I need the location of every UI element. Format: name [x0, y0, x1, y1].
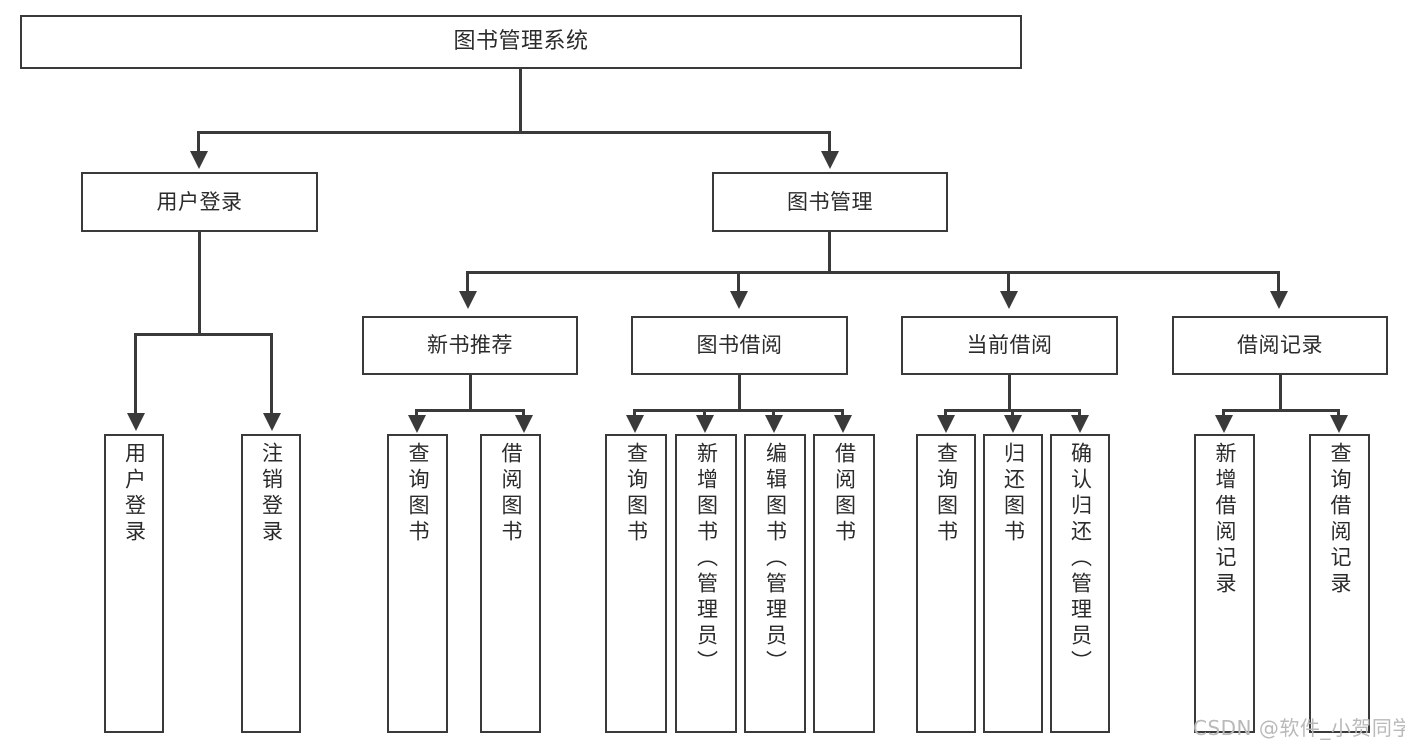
connector-nbr-stem: [469, 375, 472, 411]
arrow-root-to-user-login: [190, 151, 208, 169]
arrow-cb-to-leaf-1: [937, 415, 955, 433]
leaf-add-borrow-record[interactable]: 新增借阅记录: [1194, 434, 1255, 733]
node-label: 借阅记录: [1237, 333, 1323, 358]
leaf-label: 新增借阅记录: [1213, 442, 1237, 598]
leaf-query-borrow-record[interactable]: 查询借阅记录: [1309, 434, 1370, 733]
connector-bm-branch-1: [466, 271, 469, 293]
connector-nbr-branch-2: [522, 409, 525, 417]
connector-book-management-stem: [828, 232, 831, 273]
connector-user-login-bus: [134, 333, 273, 336]
connector-br-branch-1: [1222, 409, 1225, 417]
connector-br-branch-2: [1337, 409, 1340, 417]
leaf-label: 查询借阅记录: [1328, 442, 1352, 598]
node-user-login[interactable]: 用户登录: [81, 172, 318, 232]
leaf-label: 编辑图书（管理员）: [763, 442, 788, 676]
connector-book-management-bus: [466, 271, 1280, 274]
leaf-label: 确认归还（管理员）: [1068, 442, 1093, 676]
node-book-management[interactable]: 图书管理: [712, 172, 948, 232]
leaf-label: 用户登录: [122, 442, 147, 546]
node-current-borrow[interactable]: 当前借阅: [901, 316, 1118, 375]
connector-br-stem: [1279, 375, 1282, 411]
connector-cb-branch-2: [1011, 409, 1014, 417]
connector-bb-branch-1: [633, 409, 636, 417]
connector-user-login-branch-2: [270, 333, 273, 415]
leaf-user-login[interactable]: 用户登录: [104, 434, 164, 733]
connector-cb-branch-3: [1078, 409, 1081, 417]
node-root-book-management-system[interactable]: 图书管理系统: [20, 15, 1022, 69]
leaf-label: 归还图书: [1001, 442, 1026, 546]
leaf-borrow-book-nbr[interactable]: 借阅图书: [480, 434, 541, 733]
leaf-query-book-nbr[interactable]: 查询图书: [387, 434, 448, 733]
connector-nbr-bus: [415, 409, 525, 412]
connector-bb-branch-2: [703, 409, 706, 417]
arrow-user-login-to-leaf-2: [263, 413, 281, 431]
arrow-nbr-to-leaf-1: [408, 415, 426, 433]
leaf-query-book-cb[interactable]: 查询图书: [916, 434, 976, 733]
arrow-br-to-leaf-2: [1330, 415, 1348, 433]
connector-user-login-stem: [198, 232, 201, 335]
connector-root-to-book-management: [828, 131, 831, 153]
leaf-label: 借阅图书: [499, 442, 523, 546]
leaf-label: 新增图书（管理员）: [694, 442, 719, 676]
leaf-edit-book-admin[interactable]: 编辑图书（管理员）: [744, 434, 806, 733]
connector-bm-branch-4: [1277, 271, 1280, 293]
arrow-bb-to-leaf-3: [765, 415, 783, 433]
leaf-label: 借阅图书: [832, 442, 857, 546]
connector-bb-branch-4: [841, 409, 844, 417]
node-borrow-record[interactable]: 借阅记录: [1172, 316, 1388, 375]
leaf-add-book-admin[interactable]: 新增图书（管理员）: [675, 434, 737, 733]
node-label: 图书管理: [787, 189, 873, 214]
connector-bb-branch-3: [772, 409, 775, 417]
leaf-label: 查询图书: [406, 442, 430, 546]
connector-root-to-user-login: [197, 131, 200, 153]
node-book-borrow[interactable]: 图书借阅: [631, 316, 848, 375]
arrow-br-to-leaf-1: [1215, 415, 1233, 433]
connector-bm-branch-2: [737, 271, 740, 293]
connector-cb-stem: [1008, 375, 1011, 411]
leaf-label: 注销登录: [259, 442, 284, 546]
node-label: 新书推荐: [427, 333, 513, 358]
connector-br-bus: [1222, 409, 1340, 412]
connector-bb-bus: [633, 409, 843, 412]
leaf-label: 查询图书: [624, 442, 649, 546]
arrow-nbr-to-leaf-2: [515, 415, 533, 433]
leaf-label: 查询图书: [934, 442, 959, 546]
node-label: 当前借阅: [966, 333, 1053, 358]
leaf-return-book[interactable]: 归还图书: [983, 434, 1043, 733]
node-label: 图书借阅: [696, 333, 783, 358]
leaf-borrow-book-bb[interactable]: 借阅图书: [813, 434, 875, 733]
arrow-bm-to-borrow-record: [1270, 291, 1288, 309]
connector-bb-stem: [738, 375, 741, 411]
arrow-bb-to-leaf-4: [834, 415, 852, 433]
node-label: 用户登录: [156, 189, 243, 214]
csdn-watermark: CSDN @软件_小贺同学: [1193, 716, 1405, 740]
leaf-logout[interactable]: 注销登录: [241, 434, 301, 733]
node-new-book-recommend[interactable]: 新书推荐: [362, 316, 578, 375]
connector-nbr-branch-1: [415, 409, 418, 417]
arrow-bm-to-book-borrow: [730, 291, 748, 309]
connector-root-bus: [197, 131, 831, 134]
connector-cb-branch-1: [944, 409, 947, 417]
arrow-bm-to-current-borrow: [1000, 291, 1018, 309]
connector-user-login-branch-1: [134, 333, 137, 415]
node-label: 图书管理系统: [453, 29, 589, 55]
arrow-user-login-to-leaf-1: [127, 413, 145, 431]
arrow-cb-to-leaf-3: [1071, 415, 1089, 433]
arrow-bb-to-leaf-2: [696, 415, 714, 433]
arrow-cb-to-leaf-2: [1004, 415, 1022, 433]
leaf-query-book-bb[interactable]: 查询图书: [605, 434, 667, 733]
arrow-root-to-book-management: [821, 151, 839, 169]
arrow-bm-to-new-book-recommend: [459, 291, 477, 309]
arrow-bb-to-leaf-1: [626, 415, 644, 433]
connector-root-stem: [519, 69, 522, 131]
leaf-confirm-return-admin[interactable]: 确认归还（管理员）: [1050, 434, 1110, 733]
connector-bm-branch-3: [1007, 271, 1010, 293]
